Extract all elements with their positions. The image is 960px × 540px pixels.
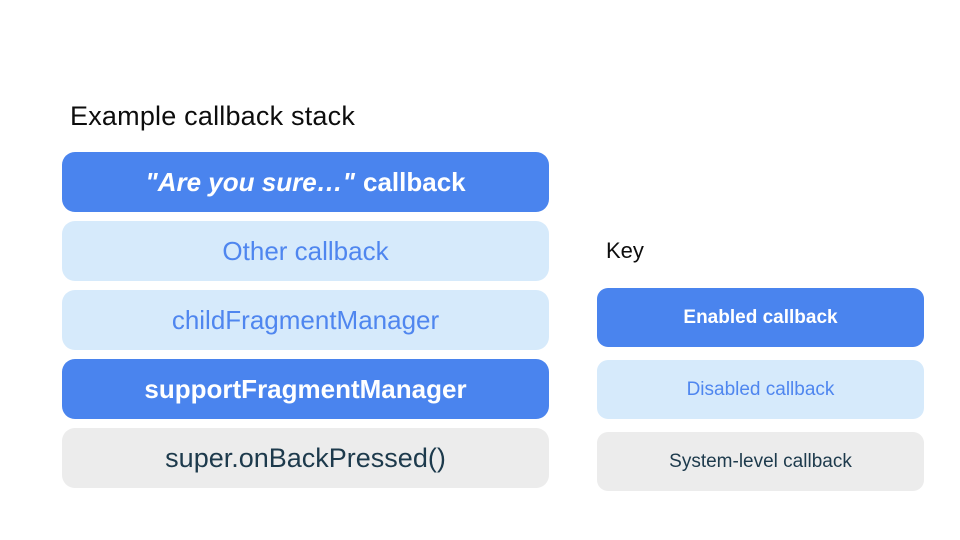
stack-item-other-callback: Other callback [62,221,549,281]
stack-item-label: childFragmentManager [171,304,440,335]
key-title: Key [606,238,644,263]
stack-item-support-fragment-manager: supportFragmentManager [62,359,549,419]
key-item-label: System-level callback [669,450,852,472]
key-item-disabled-callback: Disabled callback [597,360,924,419]
stack-item-super-onbackpressed: super.onBackPressed() [62,428,549,488]
callback-stack: "Are you sure…" callback Other callback … [62,152,549,488]
stack-item-are-you-sure-callback: "Are you sure…" callback [62,152,549,212]
stack-item-label: super.onBackPressed() [165,442,446,473]
stack-item-label-quoted: "Are you sure…" [145,166,355,197]
stack-item-label: supportFragmentManager [144,373,467,404]
key-item-label: Enabled callback [683,306,838,328]
key-legend: Enabled callback Disabled callback Syste… [597,288,924,491]
key-item-system-level-callback: System-level callback [597,432,924,491]
stack-item-label-suffix: callback [362,166,466,197]
key-item-enabled-callback: Enabled callback [597,288,924,347]
key-item-label: Disabled callback [686,378,835,400]
stack-item-label: Other callback [222,235,389,266]
diagram-title: Example callback stack [70,101,356,131]
stack-item-child-fragment-manager: childFragmentManager [62,290,549,350]
